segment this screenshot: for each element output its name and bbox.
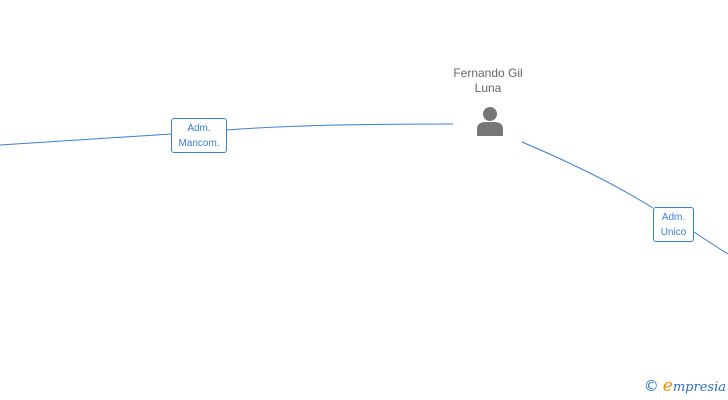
role-label-line2: Mancom. [178,138,220,149]
person-name-line2: Luna [474,81,502,95]
edge-unico [693,231,728,255]
role-label-line1: Adm. [661,212,686,223]
role-label-line1: Adm. [187,123,211,134]
role-label-mancom[interactable]: Adm. Mancom. [171,118,227,153]
person-node-name[interactable]: Fernando Gil Luna [428,66,548,96]
brand-logo: empresia [663,376,726,396]
footer-brand[interactable]: © empresia [644,376,726,396]
person-name-line1: Fernando Gil [453,66,523,80]
edge-mancom [0,133,172,146]
person-icon[interactable] [474,105,506,137]
brand-rest: mpresia [672,380,726,395]
edge-person-to-unico [521,141,654,209]
brand-first-letter: e [662,376,673,396]
role-label-unico[interactable]: Adm. Unico [653,207,694,242]
edge-mancom-to-person [226,123,454,131]
role-label-line2: Unico [660,227,687,238]
copyright-icon: © [643,376,659,395]
